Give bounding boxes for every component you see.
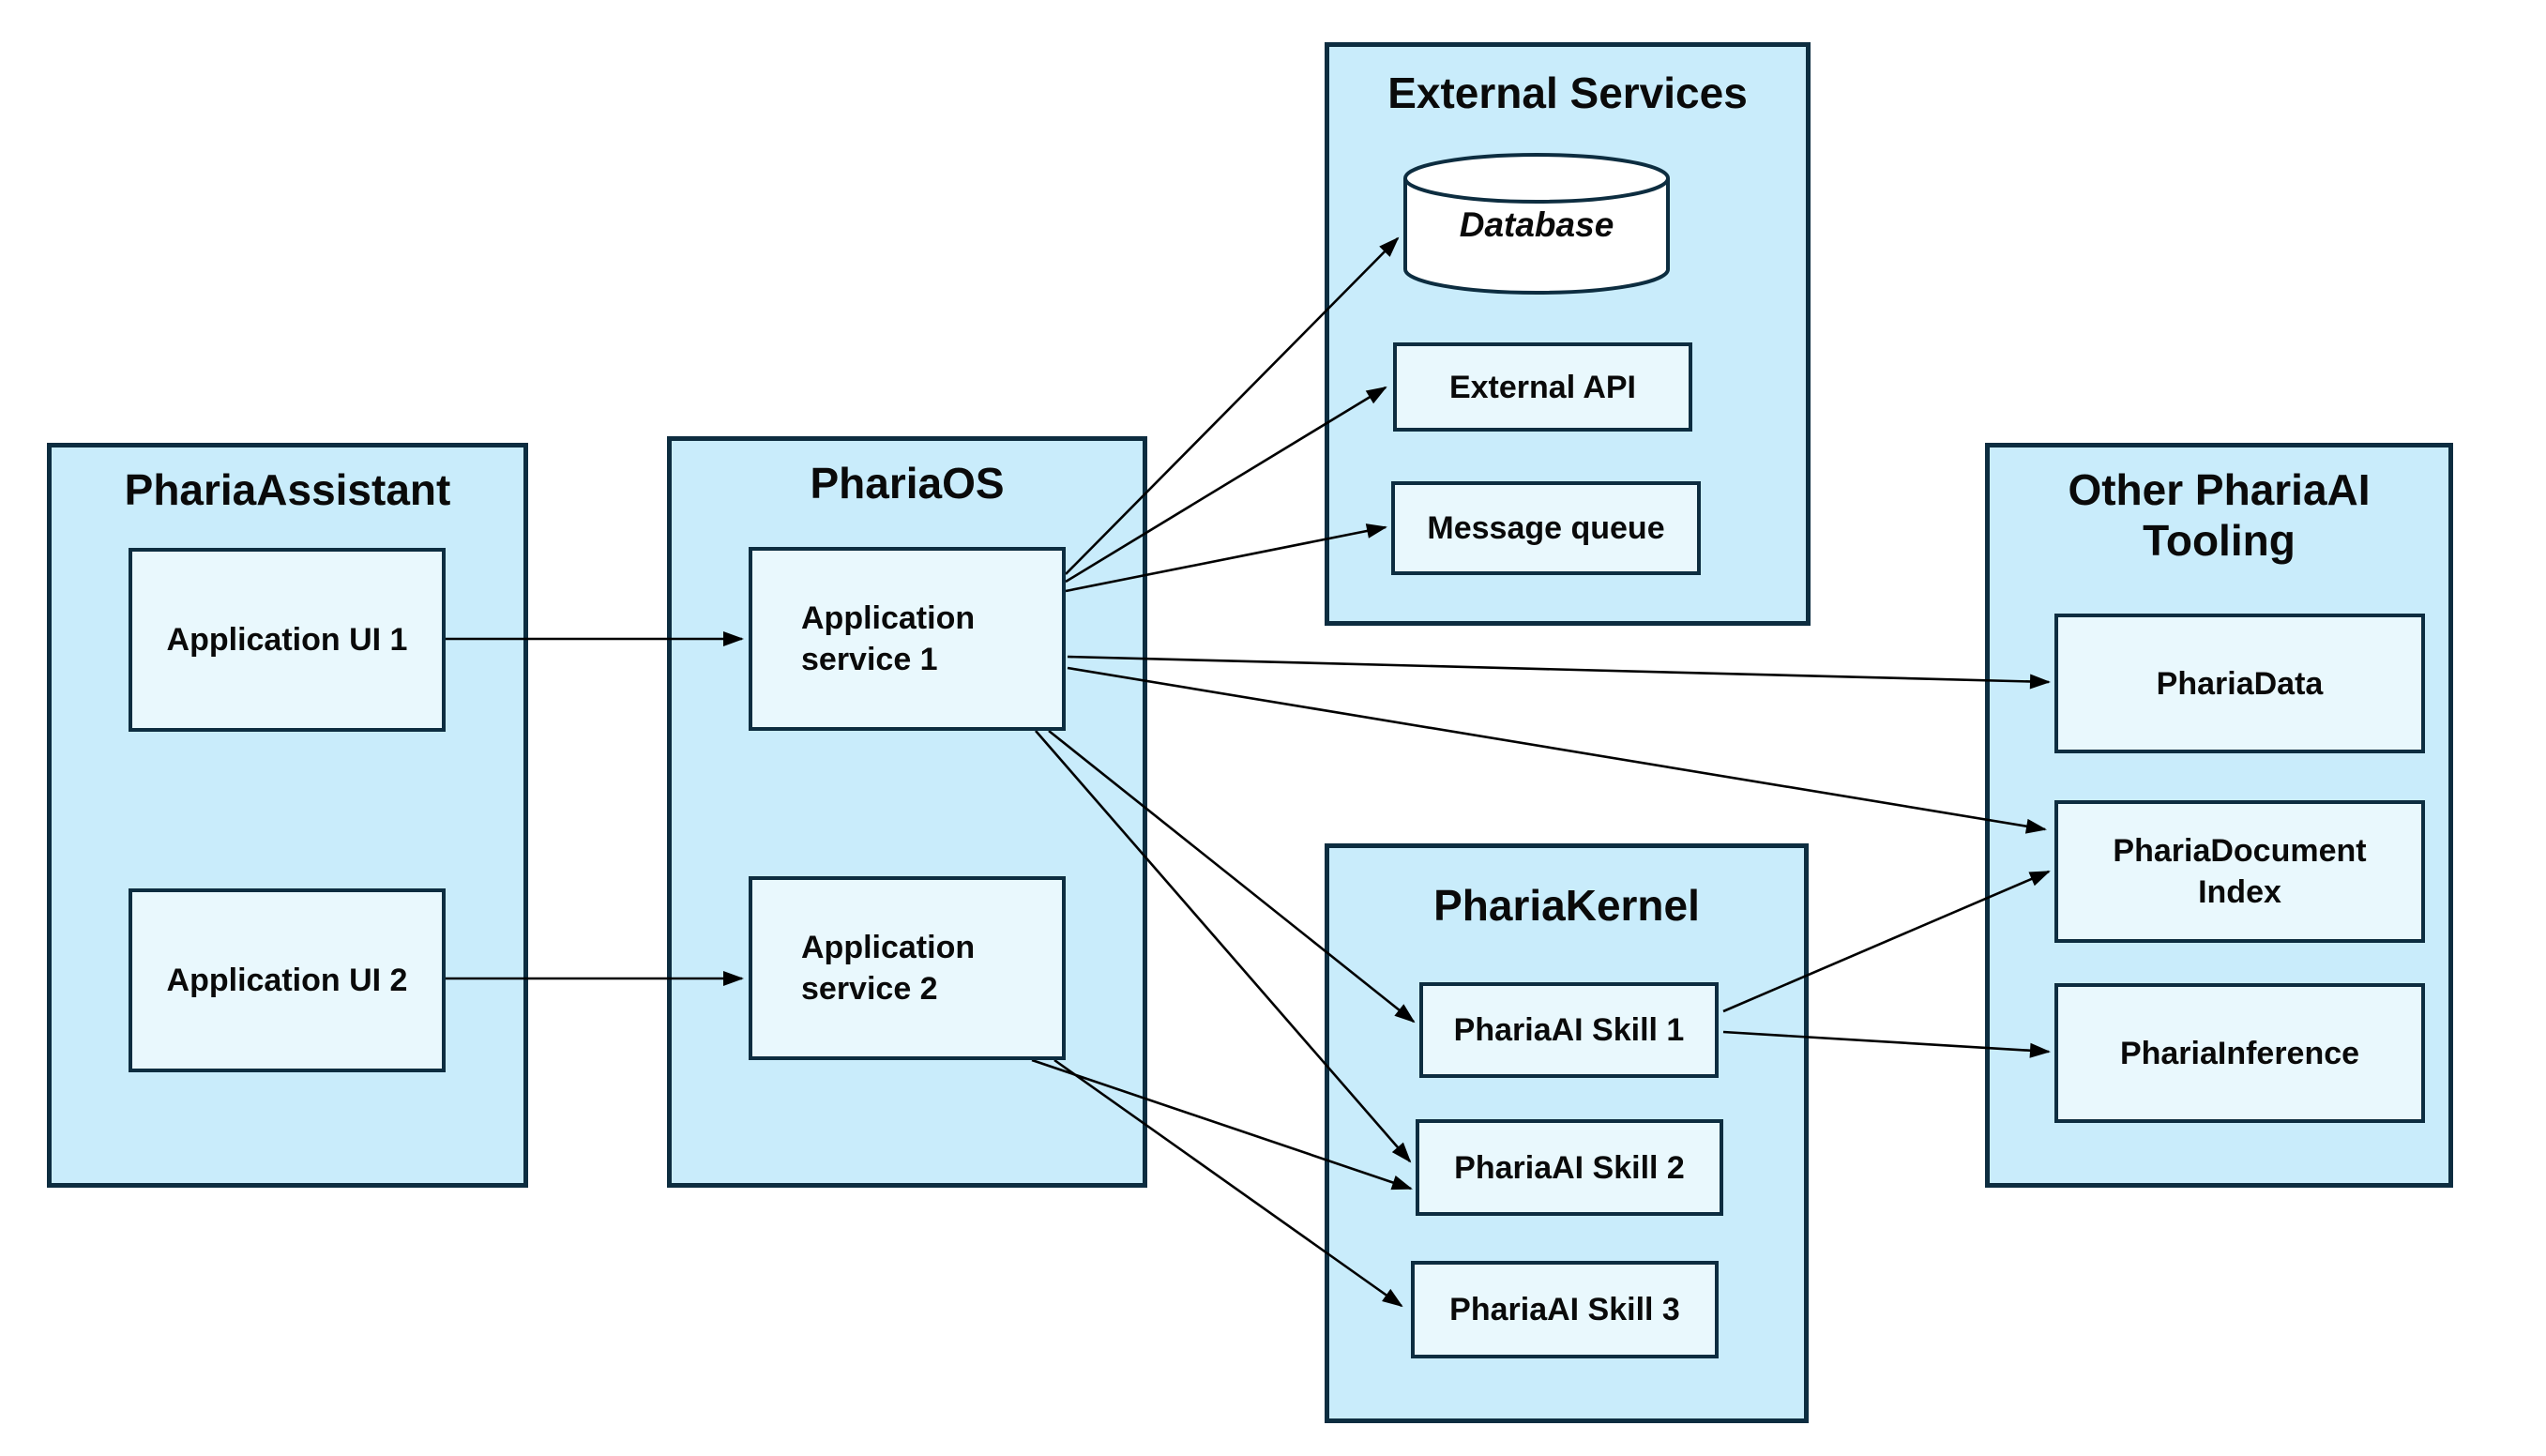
node-database: Database: [1405, 161, 1668, 289]
node-database-label: Database: [1459, 205, 1614, 244]
node-application-service-2: Application service 2: [749, 876, 1066, 1060]
node-message-queue: Message queue: [1391, 481, 1701, 575]
node-pharia-inference: PhariaInference: [2054, 983, 2425, 1123]
node-message-queue-label: Message queue: [1427, 510, 1665, 546]
edge-service1-pharia-data: [1067, 655, 2051, 690]
node-application-ui-1-label: Application UI 1: [166, 622, 408, 658]
node-pharia-document-index: PhariaDocument Index: [2054, 800, 2425, 943]
node-application-service-1-label: Application service 1: [801, 600, 976, 677]
node-application-ui-1: Application UI 1: [129, 548, 446, 732]
container-title-pharia-os: PhariaOS: [810, 459, 1005, 508]
node-pharia-inference-label: PhariaInference: [2119, 1035, 2360, 1071]
node-pharia-document-index-label: PhariaDocument Index: [2113, 833, 2367, 910]
node-external-api-label: External API: [1448, 369, 1637, 405]
container-title-pharia-assistant: PhariaAssistant: [124, 465, 451, 514]
node-application-service-2-label: Application service 2: [801, 930, 976, 1007]
node-application-ui-2: Application UI 2: [129, 888, 446, 1072]
node-pharia-data: PhariaData: [2054, 614, 2425, 753]
node-external-api: External API: [1393, 342, 1692, 432]
container-title-pharia-kernel: PhariaKernel: [1433, 881, 1700, 930]
node-pharia-ai-skill-1-label: PhariaAI Skill 1: [1453, 1012, 1685, 1048]
node-pharia-ai-skill-2-label: PhariaAI Skill 2: [1454, 1149, 1685, 1186]
container-title-other-pharia-ai-tooling: Other PhariaAI Tooling: [2068, 465, 2371, 565]
edge-service1-pharia-document-index: [1067, 666, 2047, 834]
container-title-external-services: External Services: [1387, 68, 1748, 117]
node-pharia-ai-skill-3: PhariaAI Skill 3: [1411, 1261, 1719, 1358]
node-pharia-ai-skill-3-label: PhariaAI Skill 3: [1449, 1292, 1680, 1327]
node-pharia-ai-skill-2: PhariaAI Skill 2: [1416, 1119, 1723, 1216]
node-application-ui-2-label: Application UI 2: [166, 963, 408, 998]
node-pharia-data-label: PhariaData: [2156, 665, 2324, 702]
node-application-service-1: Application service 1: [749, 547, 1066, 731]
node-pharia-ai-skill-1: PhariaAI Skill 1: [1419, 982, 1719, 1078]
